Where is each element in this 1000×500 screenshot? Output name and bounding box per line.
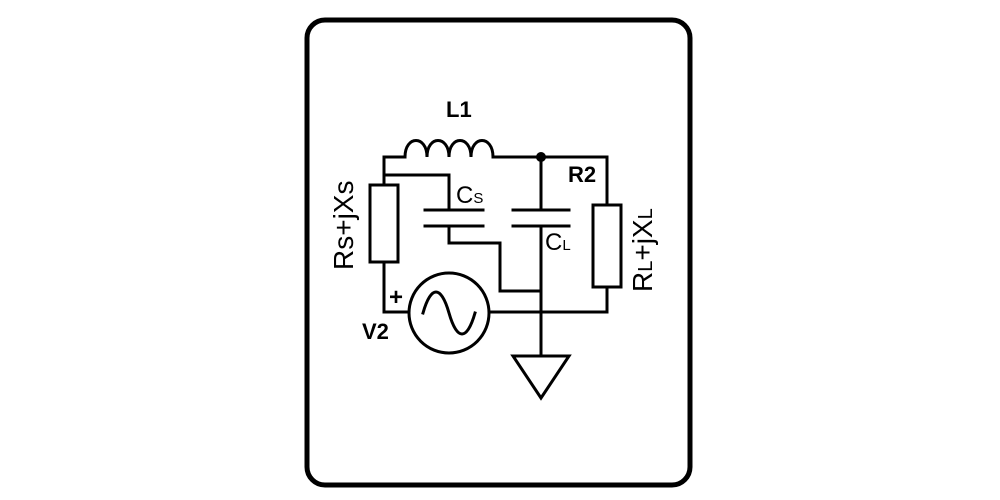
label-rl-jxl: RL+jXL bbox=[627, 208, 658, 292]
label-cl: CL bbox=[545, 229, 571, 256]
junction-dot bbox=[536, 152, 546, 162]
resistor-rs bbox=[368, 183, 400, 264]
label-r2: R2 bbox=[568, 162, 596, 187]
label-rl-sub2: L bbox=[635, 208, 657, 219]
label-cl-main: C bbox=[545, 229, 562, 256]
label-cs: CS bbox=[456, 182, 483, 209]
label-rl-b: +jX bbox=[627, 219, 658, 261]
label-rs-jxs: Rs+jXs bbox=[328, 181, 359, 270]
label-rl-sub: L bbox=[635, 261, 657, 272]
label-cs-sub: S bbox=[473, 190, 483, 207]
ground-symbol bbox=[510, 354, 572, 401]
inductor-l1 bbox=[403, 139, 495, 159]
resistor-rl bbox=[591, 203, 623, 289]
wires bbox=[382, 155, 609, 358]
label-cs-main: C bbox=[456, 182, 473, 209]
capacitor-cl bbox=[511, 208, 571, 228]
label-l1: L1 bbox=[446, 97, 472, 122]
label-plus: + bbox=[389, 284, 403, 311]
label-v2: V2 bbox=[362, 319, 389, 344]
capacitor-cs bbox=[423, 208, 485, 228]
label-rl-a: R bbox=[627, 272, 658, 292]
ac-source-v2 bbox=[407, 271, 491, 355]
label-cl-sub: L bbox=[562, 237, 570, 254]
